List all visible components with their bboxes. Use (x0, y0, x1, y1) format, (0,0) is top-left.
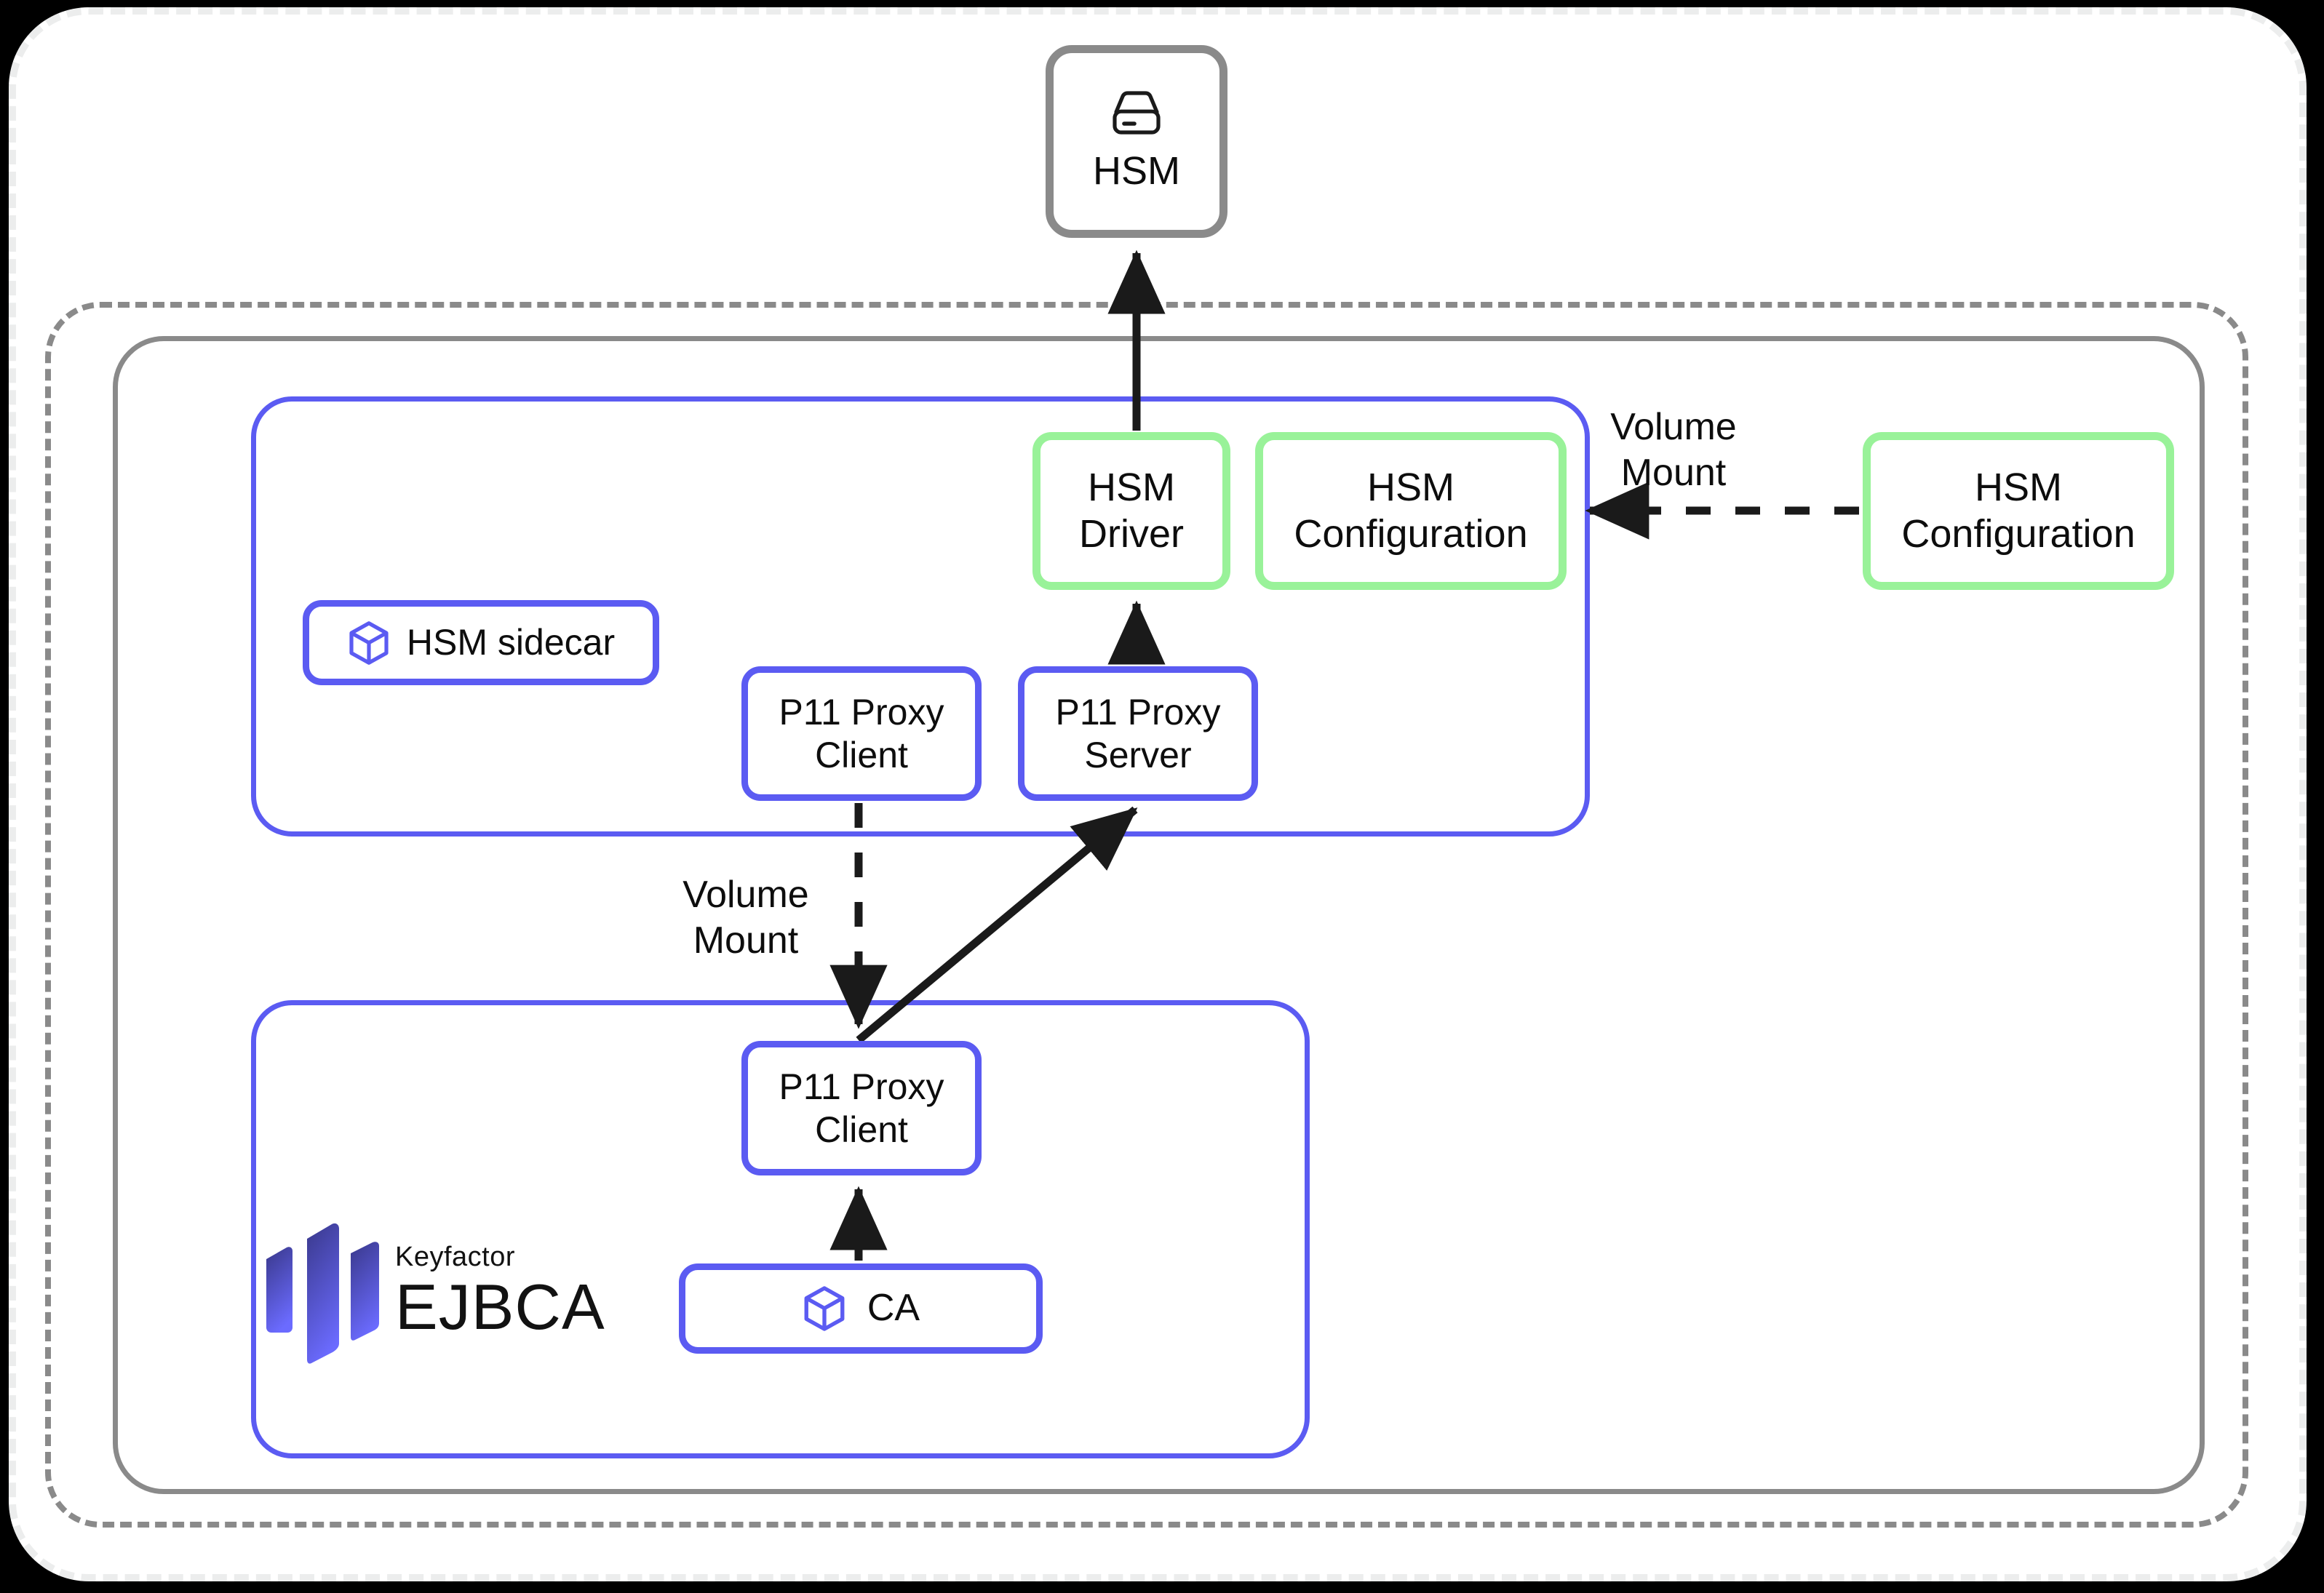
node-hsm-sidecar-label: HSM sidecar (406, 622, 616, 663)
node-hsm-label: HSM (1093, 148, 1180, 193)
edge-label-volume-mount-right: Volume Mount (1579, 404, 1768, 497)
node-p11-proxy-server-line1: P11 Proxy (1055, 691, 1221, 732)
node-hsm-configuration-outer[interactable]: HSM Configuration (1863, 432, 2174, 590)
node-p11-proxy-server[interactable]: P11 Proxy Server (1018, 666, 1258, 801)
node-ca-label: CA (867, 1287, 920, 1330)
cube-icon (802, 1285, 847, 1333)
edge-label-volume-mount-left-line1: Volume (683, 874, 809, 916)
node-p11-proxy-client-ejbca-line1: P11 Proxy (779, 1066, 944, 1107)
node-hsm-configuration-inner-line1: HSM (1367, 465, 1455, 509)
logo-brand-text: Keyfactor (395, 1242, 516, 1272)
node-hsm-configuration-inner-line2: Configuration (1294, 511, 1528, 556)
node-hsm-configuration-outer-line1: HSM (1975, 465, 2062, 509)
node-p11-proxy-server-line2: Server (1084, 734, 1192, 775)
node-hsm-configuration-inner[interactable]: HSM Configuration (1255, 432, 1567, 590)
edge-label-volume-mount-right-line2: Mount (1620, 452, 1727, 495)
node-hsm-configuration-outer-line2: Configuration (1901, 511, 2136, 556)
hard-drive-icon (1106, 89, 1167, 138)
node-p11-proxy-client-sidecar-line2: Client (815, 734, 908, 775)
edge-label-volume-mount-left: Volume Mount (655, 872, 837, 965)
keyfactor-ejbca-logo: Keyfactor EJBCA (262, 1211, 618, 1371)
node-hsm-driver-line2: Driver (1079, 511, 1184, 556)
node-hsm[interactable]: HSM (1046, 45, 1227, 238)
keyfactor-mark-icon (262, 1218, 382, 1364)
node-hsm-driver[interactable]: HSM Driver (1032, 432, 1230, 590)
node-hsm-driver-line1: HSM (1088, 465, 1175, 509)
node-ca[interactable]: CA (679, 1263, 1043, 1354)
pod-ejbca (251, 1000, 1310, 1458)
node-p11-proxy-client-sidecar[interactable]: P11 Proxy Client (741, 666, 982, 801)
logo-product-text: EJBCA (395, 1271, 605, 1343)
edge-label-volume-mount-right-line1: Volume (1610, 406, 1737, 448)
node-hsm-sidecar[interactable]: HSM sidecar (303, 600, 659, 685)
node-p11-proxy-client-ejbca[interactable]: P11 Proxy Client (741, 1041, 982, 1175)
node-p11-proxy-client-ejbca-line2: Client (815, 1109, 908, 1150)
node-boundary (113, 336, 2205, 1494)
node-p11-proxy-client-sidecar-line1: P11 Proxy (779, 691, 944, 732)
edge-label-volume-mount-left-line2: Mount (693, 919, 799, 962)
cube-icon (347, 620, 391, 666)
